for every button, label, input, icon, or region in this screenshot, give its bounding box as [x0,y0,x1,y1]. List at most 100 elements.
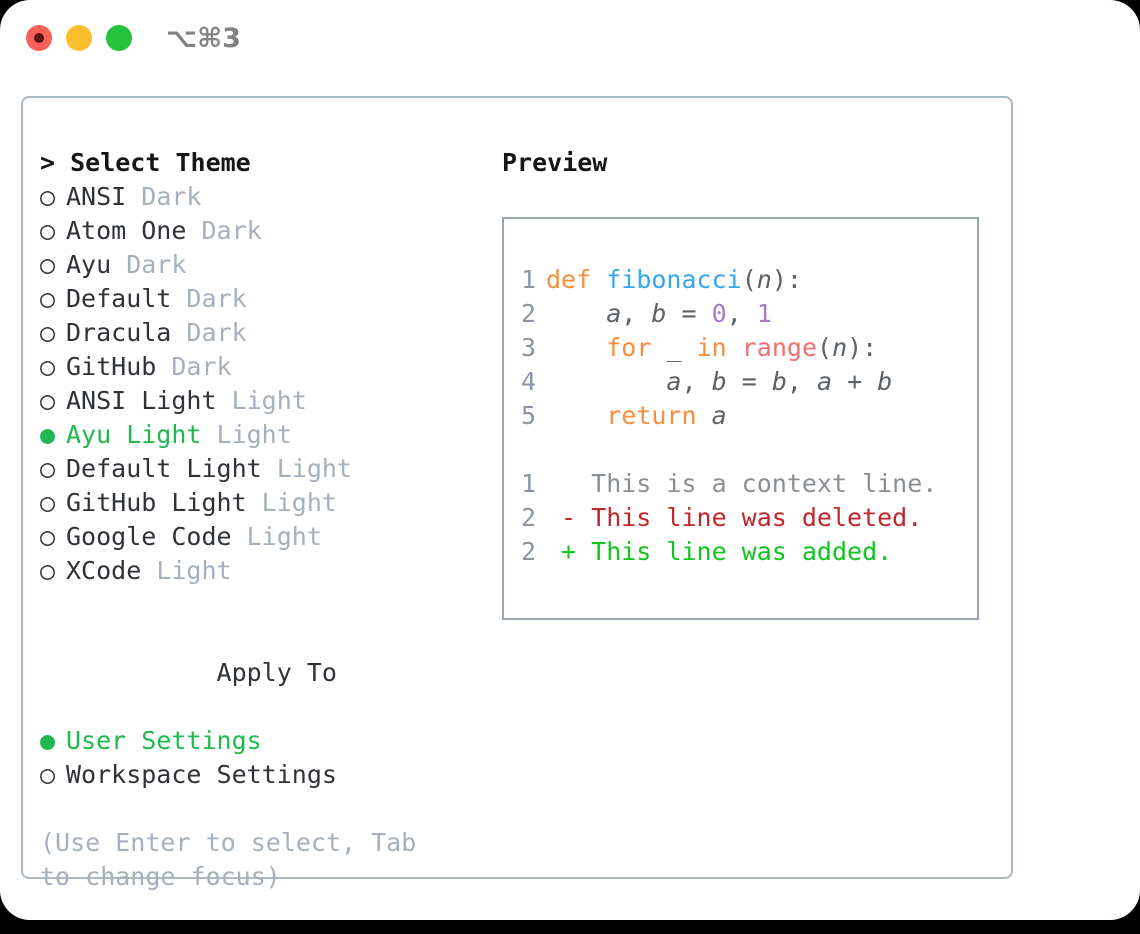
theme-option-label: ANSI [66,182,127,211]
code-token: = [726,367,772,396]
title-bar: ⌥⌘3 [0,0,1140,78]
theme-option-list[interactable]: ○ANSI Dark○Atom One Dark○Ayu Dark○Defaul… [40,180,490,588]
code-token: _ [666,333,682,362]
radio-unselected-icon: ○ [40,352,56,381]
minimize-button[interactable] [66,25,92,51]
code-line: 2 a, b = 0, 1 [504,297,977,331]
code-token [697,401,712,430]
apply-to-option-label: User Settings [66,726,262,755]
theme-option-label: Default Light [66,454,262,483]
code-token [546,299,606,328]
radio-unselected-icon: ○ [40,522,56,551]
close-button[interactable] [26,25,52,51]
code-token: + [832,367,878,396]
theme-option-variant: Light [261,454,352,483]
code-token: 0 [711,299,727,328]
theme-option-github[interactable]: ○GitHub Dark [40,350,490,384]
code-token: , [681,367,712,396]
theme-option-default-light[interactable]: ○ Default Light Light [40,452,490,486]
line-number: 2 [520,503,536,532]
radio-unselected-icon: ○ [40,216,56,245]
spacer [40,588,490,622]
diff-line-text: + This line was added. [546,537,893,566]
code-token: n [832,333,848,362]
radio-unselected-icon: ○ [40,284,56,313]
code-token: b [711,367,727,396]
preview-header: Preview [502,148,608,177]
keyboard-shortcut-label: ⌥⌘3 [166,23,241,54]
diff-line-ctx: 1 This is a context line. [504,467,977,501]
line-number: 5 [520,401,536,430]
theme-option-ayu[interactable]: ○Ayu Dark [40,248,490,282]
theme-option-label: GitHub [66,352,157,381]
code-token: 1 [756,299,772,328]
theme-option-label: Ayu Light [66,420,202,449]
radio-unselected-icon: ○ [40,182,56,211]
line-number: 1 [520,469,536,498]
code-token: a [816,367,833,396]
radio-unselected-icon: ○ [40,454,56,483]
theme-option-variant: Dark [171,318,247,347]
theme-option-label: ANSI Light [66,386,217,415]
radio-unselected-icon: ○ [40,760,56,789]
theme-option-dracula[interactable]: ○ Dracula Dark [40,316,490,350]
theme-option-ansi-light[interactable]: ○ ANSI Light Light [40,384,490,418]
maximize-button[interactable] [106,25,132,51]
radio-selected-icon: ● [40,420,56,449]
code-token [682,333,697,362]
spacer [504,433,977,467]
code-line: 5 return a [504,399,977,433]
code-token: for [606,333,652,362]
line-number: 3 [520,333,536,362]
code-token: def [546,265,592,294]
code-token: range [741,333,817,362]
select-theme-header: > Select Theme [40,148,251,177]
theme-option-variant: Light [141,556,232,585]
code-token: return [606,401,697,430]
theme-option-label: Dracula [66,318,172,347]
code-token: b [877,367,893,396]
radio-unselected-icon: ○ [40,386,56,415]
apply-to-option-workspace-settings[interactable]: ○Workspace Settings [40,758,490,792]
theme-option-ansi[interactable]: ○ANSI Dark [40,180,490,214]
code-token: a [666,367,682,396]
radio-unselected-icon: ○ [40,488,56,517]
code-token: ( [741,265,757,294]
code-token: ): [771,265,802,294]
diff-line-text: - This line was deleted. [546,503,923,532]
code-line: 3 for _ in range(n): [504,331,977,365]
theme-option-ayu-light[interactable]: ●Ayu Light Light [40,418,490,452]
radio-selected-icon: ● [40,726,56,755]
main-panel: > Select Theme ○ANSI Dark○Atom One Dark○… [21,96,1013,891]
radio-unselected-icon: ○ [40,318,56,347]
code-token: in [696,333,727,362]
code-token [727,333,742,362]
theme-selection-column: > Select Theme ○ANSI Dark○Atom One Dark○… [40,146,490,894]
line-number: 4 [520,367,536,396]
theme-option-default[interactable]: ○Default Dark [40,282,490,316]
diff-line-add: 2 + This line was added. [504,535,977,569]
theme-option-xcode[interactable]: ○XCode Light [40,554,490,588]
theme-option-google-code[interactable]: ○Google Code Light [40,520,490,554]
keyboard-hint-text: (Use Enter to select, Tab to change focu… [40,828,417,891]
apply-to-option-list[interactable]: ● User Settings ○Workspace Settings [40,724,490,792]
code-token: ( [817,333,833,362]
theme-option-label: Atom One [66,216,187,245]
theme-option-variant: Light [231,522,322,551]
code-token: b [771,367,787,396]
theme-option-variant: Light [216,386,307,415]
theme-option-atom-one[interactable]: ○Atom One Dark [40,214,490,248]
theme-option-label: GitHub Light [66,488,247,517]
theme-option-github-light[interactable]: ○GitHub Light Light [40,486,490,520]
theme-option-variant: Dark [171,284,247,313]
code-token: , [621,299,652,328]
apply-to-header-label: Apply To [216,658,337,687]
code-token: a [606,299,622,328]
apply-to-option-user-settings[interactable]: ● User Settings [40,724,490,758]
code-token: a [711,401,727,430]
